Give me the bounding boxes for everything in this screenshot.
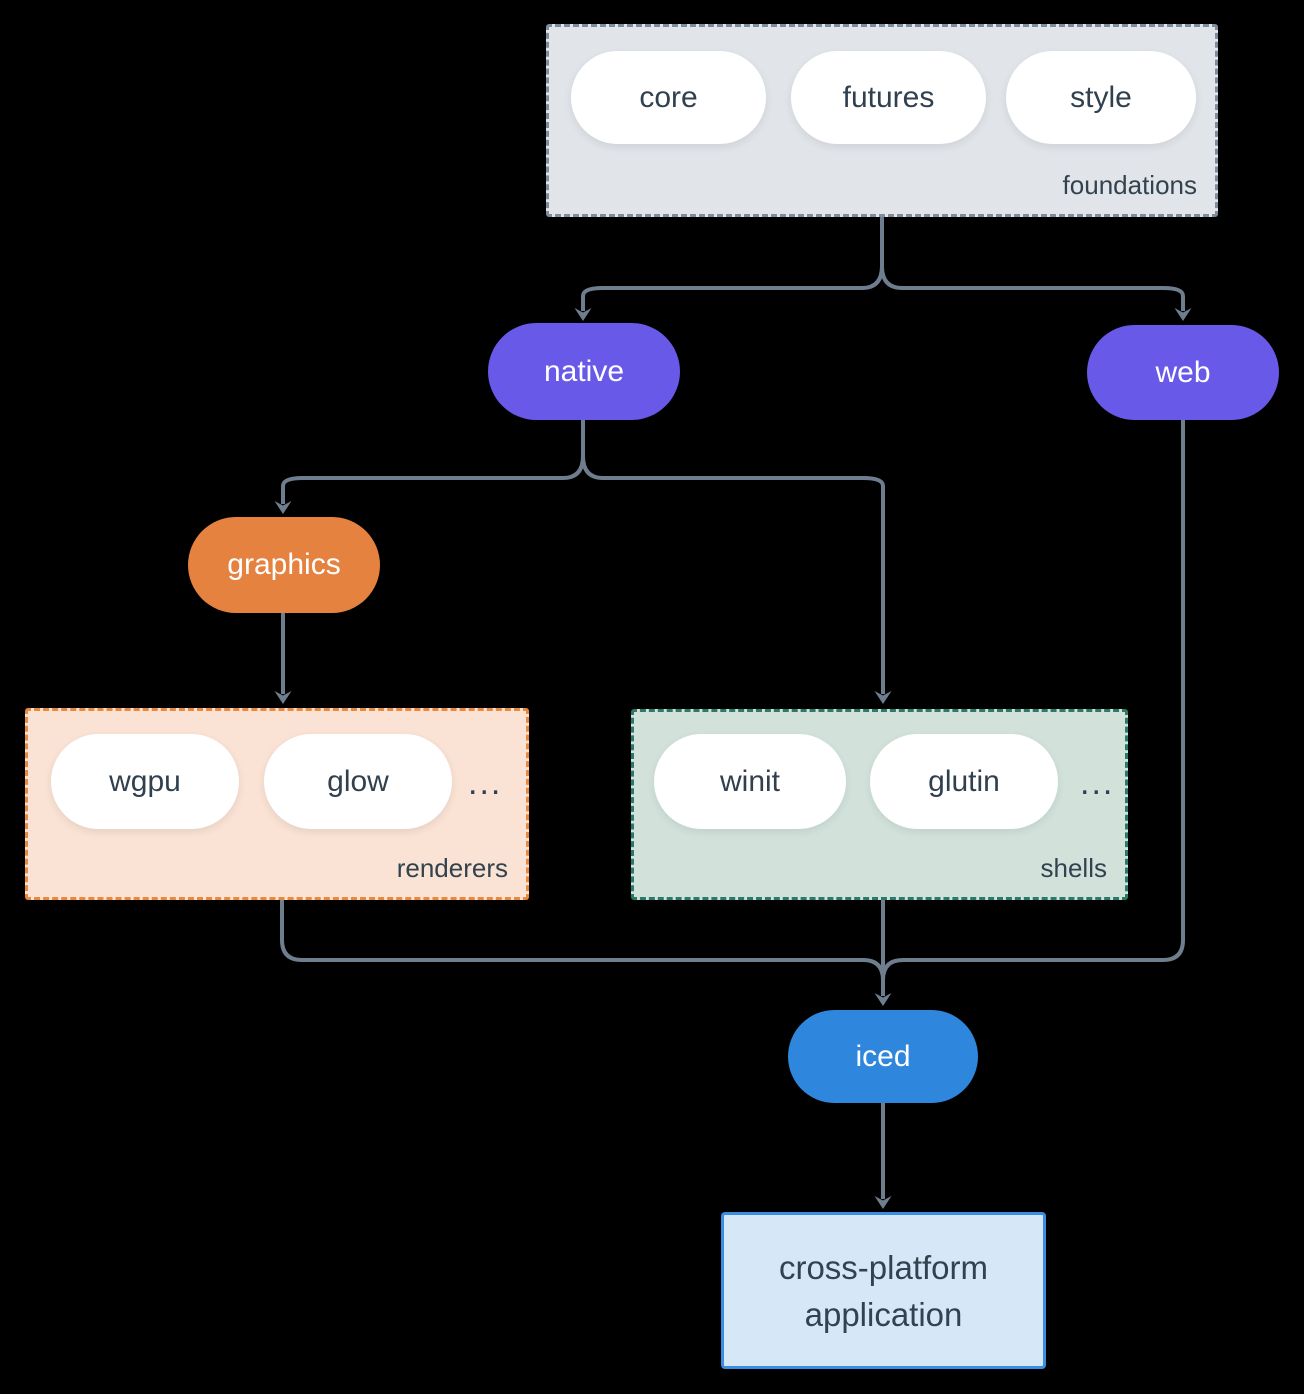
arrowhead-into-iced xyxy=(874,993,892,1006)
node-web: web xyxy=(1087,325,1279,420)
edge-web-to-iced xyxy=(881,420,1185,981)
group-foundations-label: foundations xyxy=(1062,170,1197,200)
node-wgpu: wgpu xyxy=(51,734,239,829)
group-shells: winit glutin ... shells xyxy=(631,709,1128,900)
arrowhead-into-renderers xyxy=(274,691,292,704)
node-graphics: graphics xyxy=(188,517,380,613)
node-glutin: glutin xyxy=(870,734,1058,829)
edge-foundations-to-native xyxy=(581,265,884,311)
arrowhead-into-web xyxy=(1174,308,1192,321)
arrowhead-into-native xyxy=(574,308,592,321)
arrowhead-into-graphics xyxy=(274,501,292,514)
node-cross-platform-application: cross-platform application xyxy=(721,1212,1046,1369)
node-core: core xyxy=(571,51,766,144)
arrowhead-into-app xyxy=(874,1196,892,1209)
shells-ellipsis: ... xyxy=(1080,764,1115,802)
edge-renderers-to-iced xyxy=(280,900,885,981)
arrowhead-into-shells xyxy=(874,691,892,704)
node-iced: iced xyxy=(788,1010,978,1103)
node-glow: glow xyxy=(264,734,452,829)
group-renderers-label: renderers xyxy=(396,853,508,883)
node-futures: futures xyxy=(791,51,986,144)
app-label-line2: application xyxy=(804,1295,963,1333)
node-winit: winit xyxy=(654,734,846,829)
renderers-ellipsis: ... xyxy=(468,764,503,802)
group-shells-label: shells xyxy=(1040,853,1107,883)
node-style: style xyxy=(1006,51,1196,144)
edge-foundations-to-web xyxy=(880,265,1185,311)
edge-native-to-shells xyxy=(581,455,885,694)
group-foundations: core futures style foundations xyxy=(546,24,1218,217)
edge-native-to-graphics xyxy=(281,455,585,504)
app-label-line1: cross-platform xyxy=(778,1248,989,1286)
node-native: native xyxy=(488,323,680,420)
group-renderers: wgpu glow ... renderers xyxy=(25,708,529,900)
arrowheads xyxy=(274,308,1192,1209)
